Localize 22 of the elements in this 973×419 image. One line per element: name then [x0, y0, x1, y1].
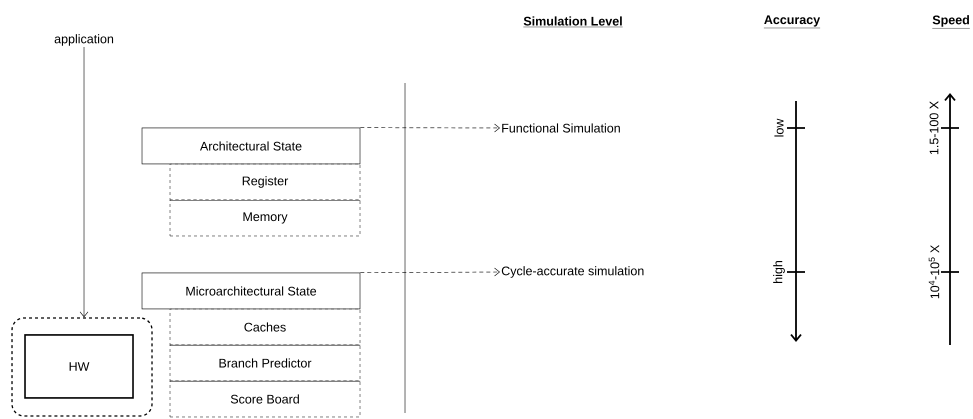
node-label: Cycle-accurate simulation [502, 266, 644, 278]
arrow [360, 268, 500, 276]
component-box: Score Board [170, 380, 360, 418]
axis-label: low [774, 118, 784, 137]
column-heading: Accuracy [764, 15, 820, 28]
axis-label: 10$^{4}$-10$^{5}$ X [928, 245, 940, 298]
node-label: Functional Simulation [502, 123, 620, 133]
component-box: Memory [170, 200, 360, 236]
arrow [360, 124, 500, 132]
component-box: Register [170, 164, 360, 200]
state-box: Architectural State [142, 128, 360, 164]
state-box: Microarchitectural State [142, 272, 360, 310]
arrow [80, 46, 88, 318]
axis-label: 1.5-100 X [930, 101, 938, 154]
column-heading: Simulation Level [523, 16, 623, 28]
column-heading: Speed [932, 15, 970, 28]
axis-label: high [773, 261, 785, 283]
component-box: Branch Predictor [170, 344, 360, 382]
dashed-group-box [11, 317, 153, 417]
hardware-box: HW [24, 334, 134, 399]
component-box: Caches [170, 308, 360, 346]
node-label: application [54, 34, 114, 46]
